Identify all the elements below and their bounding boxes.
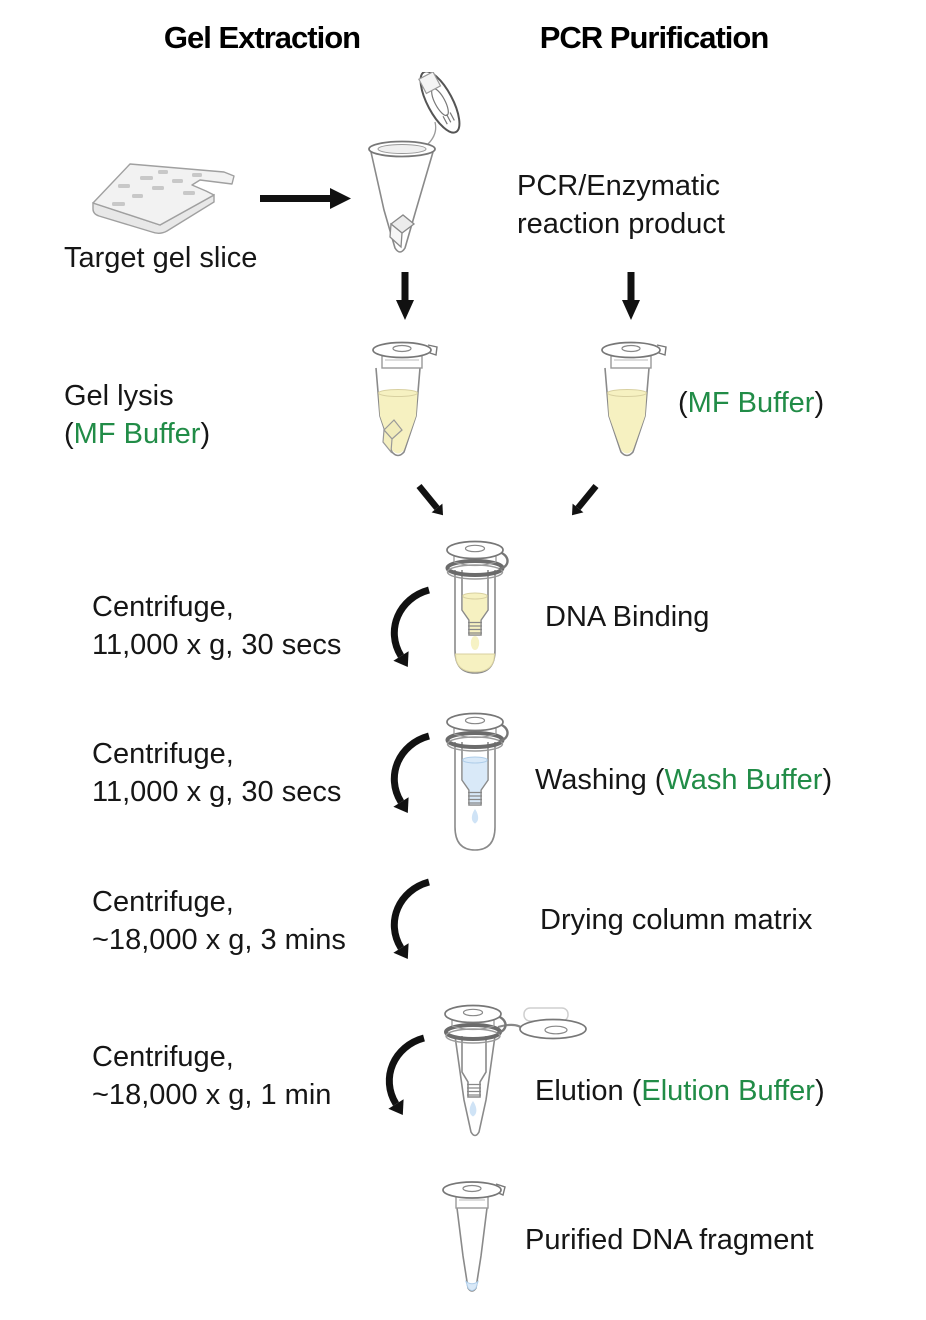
gel-lysis-line2: (MF Buffer) [64, 418, 211, 450]
arrow-right-icon [260, 186, 352, 212]
curved-arrow-3-icon [383, 876, 441, 968]
centrifuge-2-label: Centrifuge, 11,000 x g, 30 secs [92, 738, 342, 808]
diagonal-arrow-left-icon [414, 482, 450, 520]
pcr-purification-heading: PCR Purification [539, 20, 770, 55]
mf-buffer-right-label: (MF Buffer) [678, 387, 825, 419]
curved-arrow-1-icon [383, 584, 441, 676]
washing-label: Washing (Wash Buffer) [535, 764, 833, 796]
elution-label: Elution (Elution Buffer) [535, 1075, 825, 1107]
mf-buffer-text: MF Buffer [73, 418, 201, 450]
dna-binding-label: DNA Binding [545, 601, 710, 633]
down-arrow-left-icon [396, 272, 414, 322]
gel-extraction-heading: Gel Extraction [163, 20, 361, 55]
diagonal-arrow-right-icon [565, 482, 601, 520]
centrifuge-1-label: Centrifuge, 11,000 x g, 30 secs [92, 591, 342, 661]
pcr-product-label: PCR/Enzymatic reaction product [517, 167, 725, 243]
pcr-product-line2: reaction product [517, 208, 725, 240]
curved-arrow-4-icon [378, 1032, 436, 1124]
lysis-tube-icon [595, 338, 671, 468]
centrifuge-4-label: Centrifuge, ~18,000 x g, 1 min [92, 1041, 332, 1111]
wash-buffer-text: Wash Buffer [664, 764, 823, 796]
gel-lysis-label: Gel lysis (MF Buffer) [64, 377, 210, 453]
drying-label: Drying column matrix [540, 904, 813, 936]
lysis-tube-gel-icon [366, 338, 442, 468]
spin-column-binding-icon [438, 534, 533, 691]
mf-buffer-right-text: MF Buffer [687, 387, 815, 419]
down-arrow-right-icon [622, 272, 640, 322]
curved-arrow-2-icon [383, 730, 441, 822]
spin-column-wash-icon [438, 706, 528, 858]
gel-lysis-line1: Gel lysis [64, 380, 174, 412]
open-tube-icon [358, 72, 470, 272]
purified-tube-icon [434, 1178, 529, 1305]
centrifuge-3-label: Centrifuge, ~18,000 x g, 3 mins [92, 886, 346, 956]
elution-column-icon [424, 1000, 604, 1148]
elution-buffer-text: Elution Buffer [641, 1075, 815, 1107]
pcr-product-line1: PCR/Enzymatic [517, 170, 721, 202]
target-gel-slice-label: Target gel slice [64, 242, 258, 274]
gel-slice-icon [88, 158, 240, 238]
purified-dna-label: Purified DNA fragment [525, 1224, 814, 1256]
